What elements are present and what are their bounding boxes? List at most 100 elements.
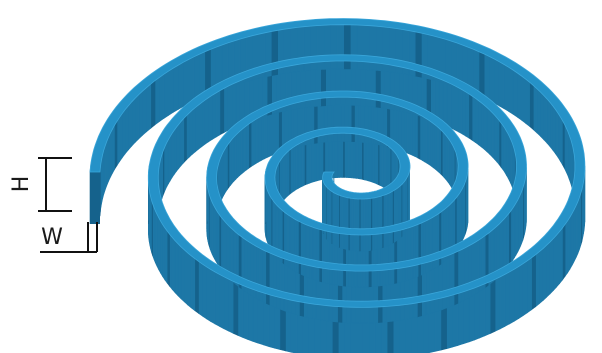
spiral-wall-segment <box>461 247 466 303</box>
spiral-wall-segment <box>180 246 185 303</box>
spiral-wall-segment <box>279 256 285 312</box>
spiral-wall-segment <box>174 239 179 297</box>
spiral-wall-segment <box>228 278 234 334</box>
spiral-inner-wall-segment <box>219 87 225 136</box>
spiral-inner-wall-segment <box>461 89 466 137</box>
spiral-wall-segment <box>556 230 560 288</box>
spiral-wall-segment <box>166 230 170 288</box>
spiral-wall-segment <box>177 242 182 300</box>
spiral-inner-wall-segment <box>212 92 217 140</box>
spiral-inner-wall-segment <box>555 108 559 159</box>
spiral-wall-segment <box>508 210 512 267</box>
spiral-inner-wall-segment <box>483 53 490 102</box>
spiral-inner-wall-segment <box>235 80 241 128</box>
spiral-wall-segment <box>464 245 470 301</box>
spiral-inner-wall-segment <box>146 83 152 133</box>
spiral-inner-wall-segment <box>493 58 500 107</box>
spiral-wall-segment <box>184 249 188 306</box>
spiral-wall-segment <box>501 218 505 275</box>
spiral-inner-wall-segment <box>403 107 408 154</box>
spiral-top-face <box>89 18 586 308</box>
spiral-inner-wall-segment <box>258 115 262 163</box>
spiral-wall-segment <box>484 281 491 337</box>
spiral-wall-segment <box>316 228 320 282</box>
spiral-inner-wall-segment <box>128 100 133 151</box>
spiral-inner-wall-segment <box>186 112 190 161</box>
height-label: H <box>9 176 34 193</box>
spiral-inner-wall-segment <box>266 111 271 159</box>
spiral-inner-wall-segment <box>255 117 260 164</box>
spiral-open-end-cap <box>90 172 100 224</box>
spiral-wall-segment <box>311 226 315 281</box>
spiral-wall-segment <box>513 265 520 322</box>
spiral-inner-wall-segment <box>486 106 490 155</box>
spiral-inner-wall-segment <box>398 105 402 152</box>
spiral-wall-segment <box>549 237 554 295</box>
spiral-inner-wall-segment <box>239 128 243 177</box>
spiral-wall-segment <box>562 223 566 281</box>
spiral-wall-segment <box>306 224 310 279</box>
spiral-inner-wall-segment <box>178 120 182 170</box>
spiral-inner-wall-segment <box>109 129 113 178</box>
spiral-inner-wall-segment <box>112 125 115 174</box>
spiral-wall-segment <box>401 228 406 283</box>
spiral-inner-wall-segment <box>330 24 338 70</box>
spiral-wall-segment <box>542 244 548 302</box>
spiral-wall-segment <box>162 223 165 281</box>
spiral-inner-wall-segment <box>349 24 358 70</box>
spiral-inner-wall-segment <box>173 64 179 113</box>
spiral-wall-segment <box>224 220 227 277</box>
spiral-inner-wall-segment <box>201 99 206 148</box>
spiral-wall-segment <box>198 260 203 317</box>
spiral-inner-wall-segment <box>193 53 200 102</box>
spiral-inner-wall-segment <box>135 93 140 144</box>
spiral-inner-wall-segment <box>248 121 252 169</box>
spiral-inner-wall-segment <box>532 84 538 134</box>
spiral-inner-wall-segment <box>178 61 184 110</box>
spiral-inner-wall-segment <box>192 106 196 155</box>
spiral-inner-wall-segment <box>412 110 416 157</box>
spiral-inner-wall-segment <box>188 56 195 105</box>
spiral-wall-segment <box>429 216 433 272</box>
spiral-wall-segment <box>190 255 196 312</box>
spiral-inner-wall-segment <box>419 114 423 161</box>
spiral-wall-segment <box>415 223 419 278</box>
spiral-inner-wall-segment <box>303 25 311 72</box>
spiral-inner-wall-segment <box>250 120 254 168</box>
spiral-wall-segment <box>509 268 515 325</box>
spiral-inner-wall-segment <box>496 116 500 166</box>
spiral-wall-segment <box>489 278 496 335</box>
spiral-inner-wall-segment <box>142 86 147 136</box>
spiral-inner-wall-segment <box>150 79 156 129</box>
spiral-wall-segment <box>194 258 199 314</box>
spiral-inner-wall-segment <box>278 106 282 154</box>
spiral-inner-wall-segment <box>275 107 279 155</box>
spiral-wall-segment <box>206 266 211 322</box>
spiral-inner-wall-segment <box>549 101 554 151</box>
spiral-wall-segment <box>499 273 506 330</box>
spiral-wall-segment <box>503 215 507 272</box>
spiral-inner-wall-segment <box>316 24 325 71</box>
spiral-wall-segment <box>409 225 414 280</box>
spiral-inner-wall-segment <box>489 56 495 104</box>
spiral-wall-segment <box>457 249 462 304</box>
spiral-inner-wall-segment <box>154 76 160 126</box>
spiral-inner-wall-segment <box>426 118 430 166</box>
spiral-inner-wall-segment <box>457 87 463 135</box>
spiral-inner-wall-segment <box>489 109 493 158</box>
spiral-inner-wall-segment <box>494 114 498 163</box>
spiral-inner-wall-segment <box>114 120 118 171</box>
spiral-inner-wall-segment <box>478 51 485 99</box>
height-dimension: H <box>9 157 72 212</box>
spiral-inner-wall-segment <box>465 91 470 139</box>
spiral-wall-segment <box>304 223 308 278</box>
spiral-wall-segment <box>425 219 429 274</box>
spiral-inner-wall-segment <box>343 24 351 70</box>
spiral-top-strip <box>89 18 586 308</box>
spiral-inner-wall-segment <box>131 97 136 147</box>
spiral-wall-segment <box>226 222 230 279</box>
width-label: W <box>41 225 63 250</box>
spiral-wall-segment <box>202 263 207 320</box>
spiral-inner-wall-segment <box>536 88 541 137</box>
spiral-inner-wall-segment <box>163 70 169 119</box>
